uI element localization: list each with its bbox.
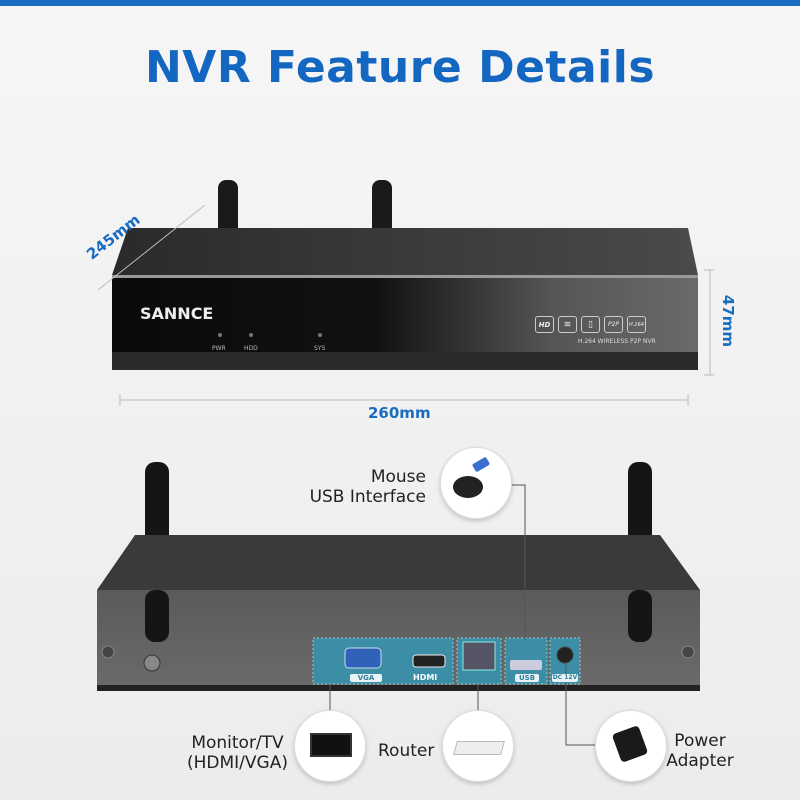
p2p-badge: P2P: [604, 316, 623, 333]
hdd-label: HDD: [244, 345, 258, 352]
vga-label: VGA: [350, 674, 382, 682]
feature-badges: HD ≋ ▯ P2P H.264: [535, 316, 646, 333]
router-image: [442, 710, 514, 782]
mouse-label: Mouse: [370, 467, 426, 487]
wifi-icon: ≋: [558, 316, 577, 333]
antenna: [372, 180, 392, 240]
phone-icon: ▯: [581, 316, 600, 333]
hd-badge: HD: [535, 316, 554, 333]
usb-label: USB: [515, 674, 539, 682]
monitor-callout-label: Monitor/TV (HDMI/VGA): [160, 733, 315, 773]
usb-dongle-icon: [471, 456, 491, 473]
pwr-led: [218, 333, 222, 337]
power-label: Power: [674, 731, 726, 751]
hdmi-label: HDMI: [413, 673, 438, 682]
power-callout-label: Power Adapter: [665, 731, 735, 771]
router-label: Router: [378, 741, 435, 761]
vga-port: [344, 647, 382, 669]
dc-jack: [556, 646, 574, 664]
nvr-back-top: [97, 535, 700, 590]
screw: [681, 645, 695, 659]
sys-label: SYS: [314, 345, 326, 352]
model-text: H.264 WIRELESS P2P NVR: [578, 338, 656, 345]
lan-port: [462, 641, 496, 671]
monitor-icon: [310, 733, 352, 757]
mouse-image: [440, 447, 512, 519]
hdmi-port: [412, 654, 446, 668]
adapter-label: Adapter: [666, 751, 734, 771]
usb-interface-label: USB Interface: [309, 487, 426, 507]
width-dimension: 260mm: [368, 404, 431, 422]
sys-led: [318, 333, 322, 337]
screw: [101, 645, 115, 659]
nvr-front-face: [112, 275, 698, 355]
ground-screw: [143, 654, 161, 672]
monitor-image: [294, 710, 366, 782]
usb-port: [510, 660, 542, 670]
mouse-icon: [453, 476, 483, 498]
power-adapter-icon: [611, 725, 649, 763]
h264-badge: H.264: [627, 316, 646, 333]
power-adapter-image: [595, 710, 667, 782]
top-accent-bar: [0, 0, 800, 6]
monitor-label: Monitor/TV: [191, 733, 284, 753]
nvr-top-surface: [112, 228, 698, 275]
hdmi-vga-label: (HDMI/VGA): [187, 753, 288, 773]
router-icon: [453, 741, 505, 755]
hdd-led: [249, 333, 253, 337]
pwr-label: PWR: [212, 345, 226, 352]
brand-logo: SANNCE: [140, 304, 214, 323]
mouse-callout-label: Mouse USB Interface: [260, 467, 426, 507]
antenna: [218, 180, 238, 240]
page-title: NVR Feature Details: [144, 42, 656, 93]
height-dimension: 47mm: [719, 294, 738, 348]
dc-label: DC 12V: [552, 674, 578, 682]
